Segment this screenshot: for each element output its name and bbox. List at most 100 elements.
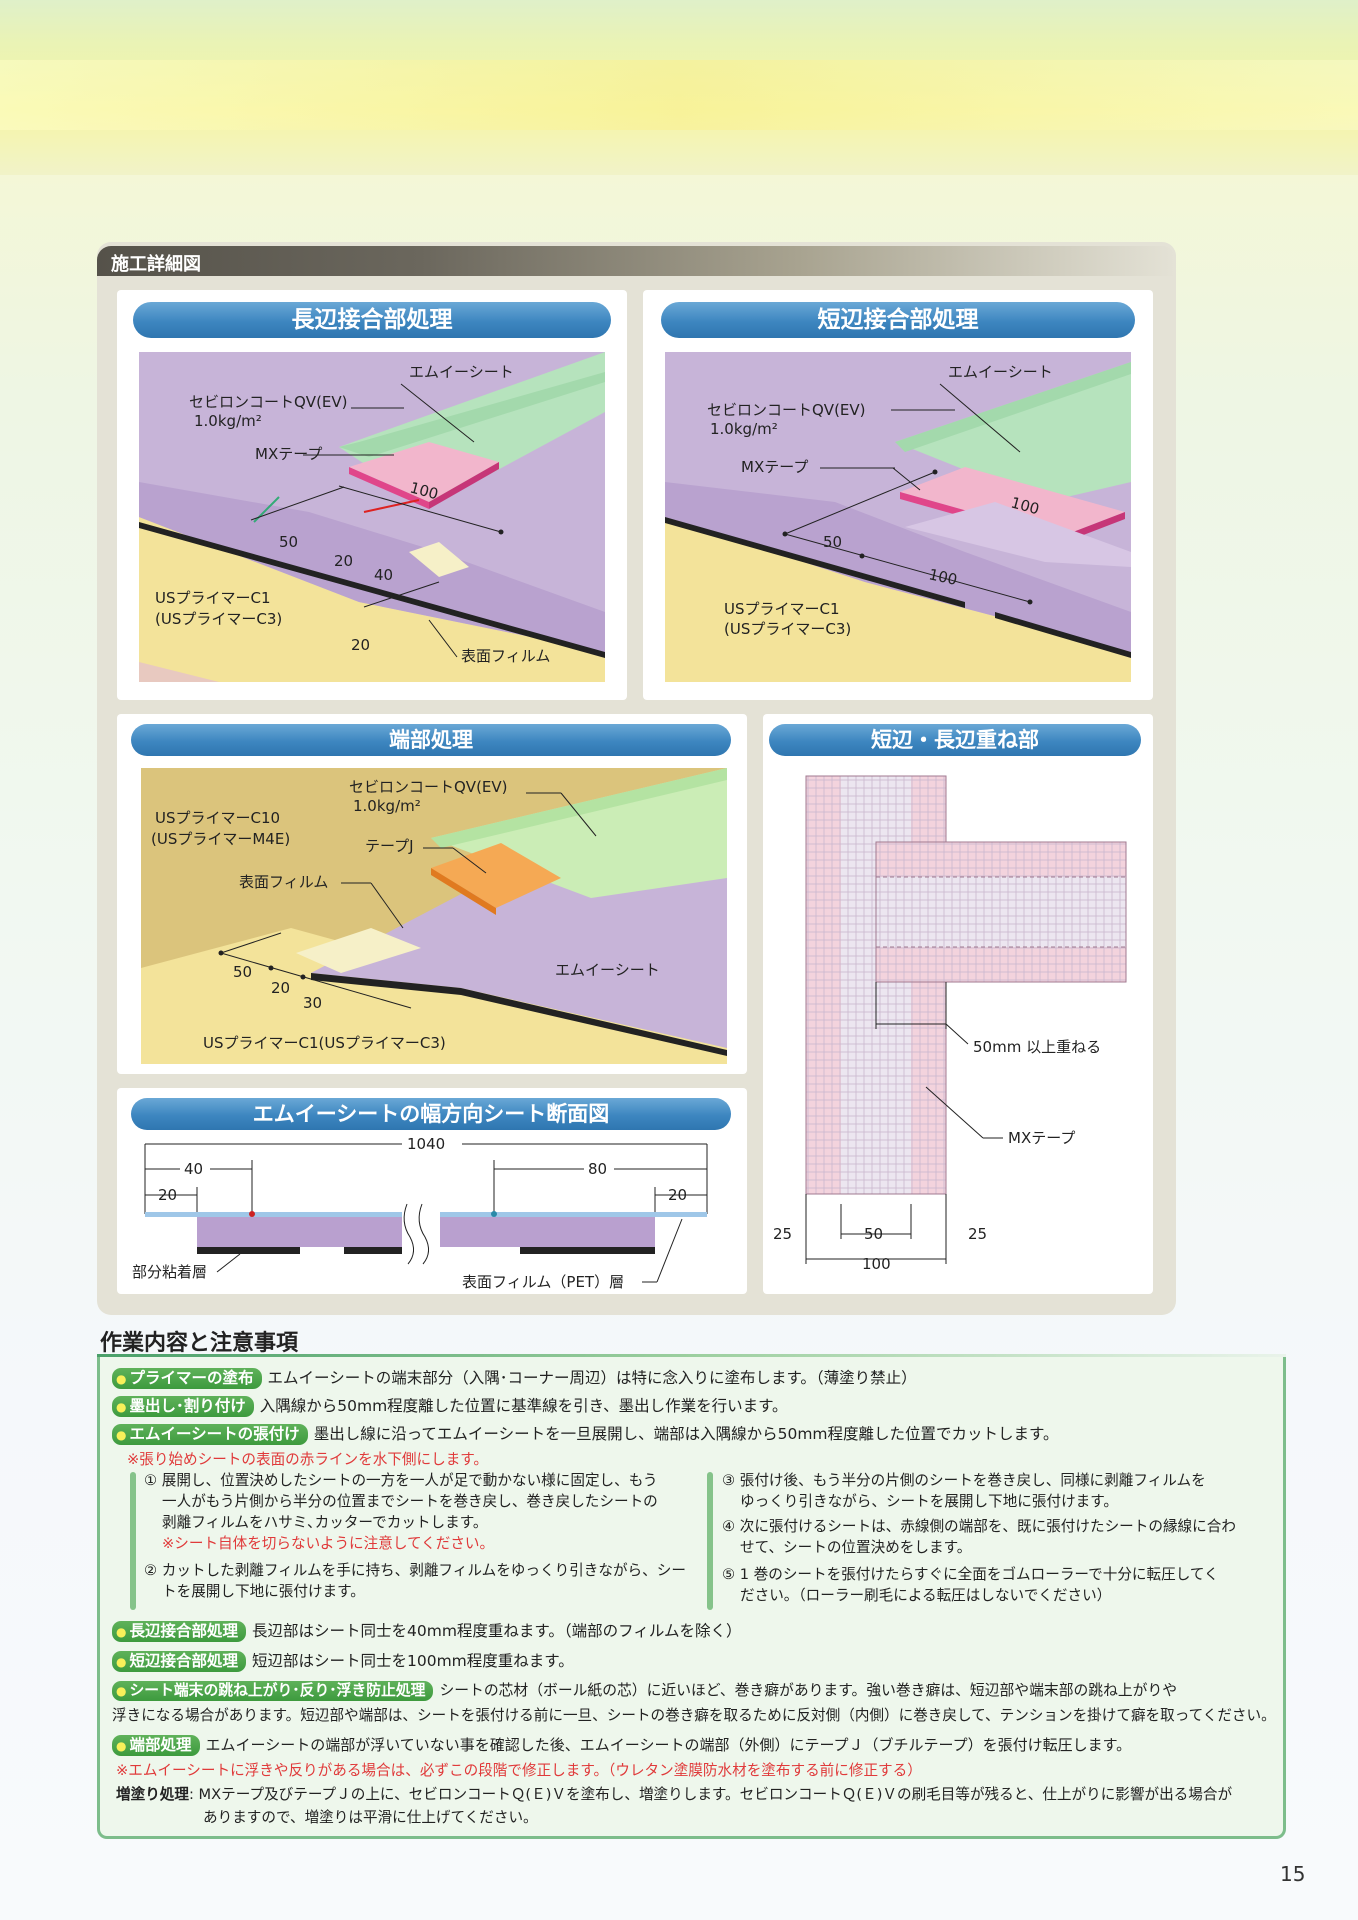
section-adhesive-label: 部分粘着層 xyxy=(132,1263,207,1281)
long-edge-diagram: エムイーシート セビロンコートQV(EV) 1.0kg/m² MXテープ 100… xyxy=(139,352,605,682)
long-coat-amount: 1.0kg/m² xyxy=(194,412,262,430)
short-em-sheet-label: エムイーシート xyxy=(948,363,1053,381)
step-3: ③ 張付け後、もう半分の片側のシートを巻き戻し、同様に剥離フィルムを ゆっくり引… xyxy=(722,1470,1206,1512)
note-primer: プライマーの塗布エムイーシートの端末部分（入隅･コーナー周辺）は特に念入りに塗布… xyxy=(112,1368,917,1389)
end-treatment-title: 端部処理 xyxy=(131,724,731,756)
step-1-warning: ※シート自体を切らないように注意してください。 xyxy=(162,1535,495,1552)
end-bottom-primer: USプライマーC1(USプライマーC3) xyxy=(203,1034,446,1052)
overlap-dim-25b: 25 xyxy=(968,1225,987,1243)
overlap-title: 短辺・長辺重ね部 xyxy=(769,724,1141,756)
step-1-line3: 剥離フィルムをハサミ､カッターでカットします。 xyxy=(162,1514,488,1531)
note-marking: 墨出し･割り付け入隅線から50mm程度離した位置に基準線を引き、墨出し作業を行い… xyxy=(112,1396,788,1417)
section-dim-40: 40 xyxy=(184,1160,203,1178)
tag-marking: 墨出し･割り付け xyxy=(112,1396,254,1417)
note-short-joint-text: 短辺部はシート同士を100mm程度重ねます。 xyxy=(252,1652,574,1670)
step-4-line1: ④ 次に張付けるシートは、赤線側の端部を、既に張付けたシートの縁線に合わ xyxy=(722,1518,1236,1535)
tag-long-joint: 長辺接合部処理 xyxy=(112,1621,246,1642)
step-5-line1: ⑤ 1 巻のシートを張付けたらすぐに全面をゴムローラーで十分に転圧してく xyxy=(722,1566,1219,1583)
note-apply: エムイーシートの張付け墨出し線に沿ってエムイーシートを一旦展開し、端部は入隅線か… xyxy=(112,1424,1058,1445)
note-apply-text: 墨出し線に沿ってエムイーシートを一旦展開し、端部は入隅線から50mm程度離した位… xyxy=(313,1425,1059,1443)
overcoat-text: : MXテープ及びテープＪの上に、セビロンコートＱ(Ｅ)Ｖを塗布し、増塗りします… xyxy=(188,1786,1233,1803)
long-edge-title: 長辺接合部処理 xyxy=(133,302,611,338)
tag-primer: プライマーの塗布 xyxy=(112,1368,262,1389)
tag-curl: シート端末の跳ね上がり･反り･浮き防止処理 xyxy=(112,1681,434,1701)
note-overcoat-text2: ありますので、増塗りは平滑に仕上げてください。 xyxy=(203,1809,538,1826)
section-dim-1040: 1040 xyxy=(407,1135,445,1153)
card-end-treatment: 端部処理 セビロンコートQV(EV) 1.0kg/m² USプライマーC10 (… xyxy=(117,714,747,1074)
long-mx-tape-label: MXテープ xyxy=(255,445,322,463)
note-curl: シート端末の跳ね上がり･反り･浮き防止処理シートの芯材（ボール紙の芯）に近いほど… xyxy=(112,1681,1177,1701)
short-edge-title: 短辺接合部処理 xyxy=(661,302,1135,338)
overlap-dim-50: 50 xyxy=(864,1225,883,1243)
short-dim-50: 50 xyxy=(823,533,842,551)
overcoat-label: 増塗り処理 xyxy=(116,1786,189,1803)
long-primer-alt: (USプライマーC3) xyxy=(155,610,282,628)
card-short-edge: 短辺接合部処理 エムイーシート セビロンコートQV(EV) 1.0kg/m² M… xyxy=(643,290,1153,700)
short-primer-label: USプライマーC1 xyxy=(724,600,840,618)
end-dim-20: 20 xyxy=(271,979,290,997)
end-primer-label: USプライマーC10 xyxy=(155,809,280,827)
end-em-sheet-label: エムイーシート xyxy=(555,961,660,979)
short-primer-alt: (USプライマーC3) xyxy=(724,620,851,638)
note-end-warning: ※エムイーシートに浮きや反りがある場合は、必ずこの段階で修正します。（ウレタン塗… xyxy=(116,1762,922,1779)
step-5: ⑤ 1 巻のシートを張付けたらすぐに全面をゴムローラーで十分に転圧してく ださい… xyxy=(722,1564,1219,1606)
end-coat-amount: 1.0kg/m² xyxy=(353,797,421,815)
notes-divider xyxy=(97,1354,1286,1357)
step-2-line1: ② カットした剥離フィルムを手に持ち、剥離フィルムをゆっくり引きながら、シー xyxy=(144,1562,686,1579)
section-diagram: 1040 40 80 20 20 部分粘着層 表面フィルム（PET）層 xyxy=(132,1134,708,1291)
short-dim-100b: 100 xyxy=(927,565,959,589)
tag-short-joint: 短辺接合部処理 xyxy=(112,1651,246,1672)
note-curl-text2: 浮きになる場合があります。短辺部や端部は、シートを張付ける前に一旦、シートの巻き… xyxy=(112,1707,1276,1724)
card-section: エムイーシートの幅方向シート断面図 1040 40 80 20 20 部分粘着層 xyxy=(117,1088,747,1294)
note-end-treat: 端部処理エムイーシートの端部が浮いていない事を確認した後、エムイーシートの端部（… xyxy=(112,1735,1131,1756)
end-primer-alt: (USプライマーM4E) xyxy=(151,830,290,848)
note-end-treat-text: エムイーシートの端部が浮いていない事を確認した後、エムイーシートの端部（外側）に… xyxy=(205,1736,1132,1754)
note-curl-text: シートの芯材（ボール紙の芯）に近いほど、巻き癖があります。強い巻き癖は、短辺部や… xyxy=(439,1682,1178,1699)
section-dim-80: 80 xyxy=(588,1160,607,1178)
overlap-mx-tape: MXテープ xyxy=(1008,1129,1075,1147)
step-3-line1: ③ 張付け後、もう半分の片側のシートを巻き戻し、同様に剥離フィルムを xyxy=(722,1472,1206,1489)
step-5-line2: ださい。（ローラー刷毛による転圧はしないでください） xyxy=(740,1587,1112,1604)
note-overcoat: 増塗り処理: MXテープ及びテープＪの上に、セビロンコートＱ(Ｅ)Ｖを塗布し、増… xyxy=(116,1785,1232,1805)
long-dim-20a: 20 xyxy=(334,552,353,570)
section-film-label: 表面フィルム（PET）層 xyxy=(462,1273,624,1291)
long-dim-20b: 20 xyxy=(351,636,370,654)
end-tape-j-label: テープJ xyxy=(365,837,414,855)
notes-heading: 作業内容と注意事項 xyxy=(100,1331,299,1356)
tag-end-treat: 端部処理 xyxy=(112,1735,200,1756)
end-coat-label: セビロンコートQV(EV) xyxy=(349,778,508,796)
long-dim-50: 50 xyxy=(279,533,298,551)
note-red-line: ※張り始めシートの表面の赤ラインを水下側にします。 xyxy=(127,1451,489,1468)
short-mx-tape-label: MXテープ xyxy=(741,458,808,476)
section-dim-20b: 20 xyxy=(668,1186,687,1204)
overlap-note: 50mm 以上重ねる xyxy=(973,1038,1101,1056)
overlap-dim-25a: 25 xyxy=(773,1225,792,1243)
long-em-sheet-label: エムイーシート xyxy=(409,363,514,381)
step-2: ② カットした剥離フィルムを手に持ち、剥離フィルムをゆっくり引きながら、シー ト… xyxy=(144,1560,686,1602)
short-coat-amount: 1.0kg/m² xyxy=(710,420,778,438)
card-overlap: 短辺・長辺重ね部 50mm 以上重ねる MXテープ 25 50 25 100 xyxy=(763,714,1153,1294)
overlap-dim-100: 100 xyxy=(862,1255,891,1273)
overlap-diagram: 50mm 以上重ねる MXテープ 25 50 25 100 xyxy=(773,775,1127,1273)
section-dim-20a: 20 xyxy=(158,1186,177,1204)
long-primer-label: USプライマーC1 xyxy=(155,589,271,607)
step-1-line1: ① 展開し、位置決めしたシートの一方を一人が足で動かない様に固定し、もう xyxy=(144,1472,658,1489)
end-film-label: 表面フィルム xyxy=(239,873,328,891)
end-dim-50: 50 xyxy=(233,963,252,981)
card-long-edge: 長辺接合部処理 エムイーシート セビロンコートQV(EV) 1.0kg/m² M… xyxy=(117,290,627,700)
tag-apply: エムイーシートの張付け xyxy=(112,1424,308,1445)
section-title-bar: 施工詳細図 xyxy=(97,246,1176,276)
short-edge-diagram: エムイーシート セビロンコートQV(EV) 1.0kg/m² MXテープ 100… xyxy=(665,352,1131,682)
steps-left-bar xyxy=(130,1472,136,1610)
step-4-line2: せて、シートの位置決めをします。 xyxy=(740,1539,972,1556)
step-1-line2: 一人がもう片側から半分の位置までシートを巻き戻し、巻き戻したシートの xyxy=(162,1493,658,1510)
long-dim-40: 40 xyxy=(374,566,393,584)
end-dim-30: 30 xyxy=(303,994,322,1012)
note-marking-text: 入隅線から50mm程度離した位置に基準線を引き、墨出し作業を行います。 xyxy=(259,1397,788,1415)
long-coat-label: セビロンコートQV(EV) xyxy=(189,393,348,411)
page-number: 15 xyxy=(1280,1862,1306,1886)
section-title: 施工詳細図 xyxy=(111,254,201,275)
step-1: ① 展開し、位置決めしたシートの一方を一人が足で動かない様に固定し、もう 一人が… xyxy=(144,1470,658,1554)
